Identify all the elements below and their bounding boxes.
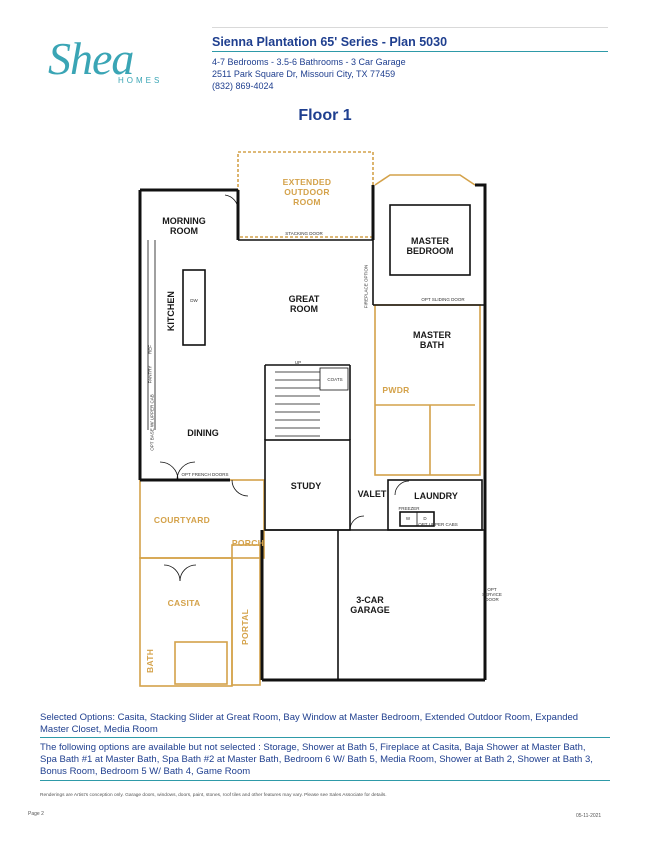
note-washer: W xyxy=(405,516,411,521)
note-opt-service-door: OPT SERVICE DOOR xyxy=(482,587,502,602)
note-dishwasher: DW xyxy=(190,298,198,303)
room-garage: 3-CAR GARAGE xyxy=(350,595,390,616)
room-dining: DINING xyxy=(187,428,219,438)
room-extended-outdoor: EXTENDED OUTDOOR ROOM xyxy=(282,177,332,207)
options-rule-bottom xyxy=(40,780,610,781)
note-fireplace-option: FIREPLACE OPTION xyxy=(363,264,369,309)
plan-address: 2511 Park Square Dr, Missouri City, TX 7… xyxy=(212,69,396,79)
room-master-bedroom: MASTER BEDROOM xyxy=(406,236,454,257)
disclaimer: Renderings are Artist's conception only.… xyxy=(40,793,387,798)
room-porch: PORCH xyxy=(231,538,265,548)
plan-title: Sienna Plantation 65' Series - Plan 5030 xyxy=(212,35,448,49)
note-opt-french-doors: OPT FRENCH DOORS xyxy=(181,472,229,477)
page-number: Page 2 xyxy=(28,811,44,817)
header-rule xyxy=(212,51,608,52)
room-valet: VALET xyxy=(357,489,387,499)
room-great: GREAT ROOM xyxy=(288,294,320,315)
plan-specs: 4-7 Bedrooms - 3.5-6 Bathrooms - 3 Car G… xyxy=(212,57,406,67)
room-study: STUDY xyxy=(290,481,322,491)
plan-phone: (832) 869-4024 xyxy=(212,81,274,91)
note-dryer: D xyxy=(423,516,427,521)
note-pantry: PANTRY xyxy=(147,365,153,384)
options-rule-top xyxy=(40,737,610,738)
available-options: The following options are available but … xyxy=(40,742,593,777)
exterior-walls xyxy=(138,183,487,682)
footer-date: 05-11-2021 xyxy=(576,813,602,819)
room-portal: PORTAL xyxy=(240,608,251,645)
note-opt-sliding-door: OPT SLIDING DOOR xyxy=(421,297,465,302)
note-opt-upper-cabs: OPT UPPER CABS xyxy=(418,522,458,527)
note-stacking-door: STACKING DOOR xyxy=(285,231,323,236)
room-kitchen: KITCHEN xyxy=(165,291,176,332)
note-opt-base-upper-cab: OPT BASE W/ UPPER CAB xyxy=(149,394,155,451)
room-morning: MORNING ROOM xyxy=(162,216,206,237)
selected-options: Selected Options: Casita, Stacking Slide… xyxy=(40,712,579,735)
interior-walls xyxy=(147,204,485,680)
room-master-bath: MASTER BATH xyxy=(413,330,451,351)
room-casita: CASITA xyxy=(167,598,201,608)
note-freezer: FREEZER xyxy=(398,506,420,511)
note-coats: COATS xyxy=(327,377,343,382)
room-courtyard: COURTYARD xyxy=(153,515,211,525)
note-refrigerator: REF xyxy=(147,345,153,354)
floor-title: Floor 1 xyxy=(298,107,352,124)
optional-areas xyxy=(139,151,481,687)
room-powder: PWDR xyxy=(382,385,410,395)
shea-logo: Shea xyxy=(48,33,134,84)
header-top-rule xyxy=(212,27,608,28)
room-laundry: LAUNDRY xyxy=(414,491,458,501)
room-casita-bath: BATH xyxy=(145,648,156,673)
shea-logo-subtitle: HOMES xyxy=(118,76,163,85)
note-stair-up: UP xyxy=(294,360,302,365)
door-swings xyxy=(159,194,410,582)
